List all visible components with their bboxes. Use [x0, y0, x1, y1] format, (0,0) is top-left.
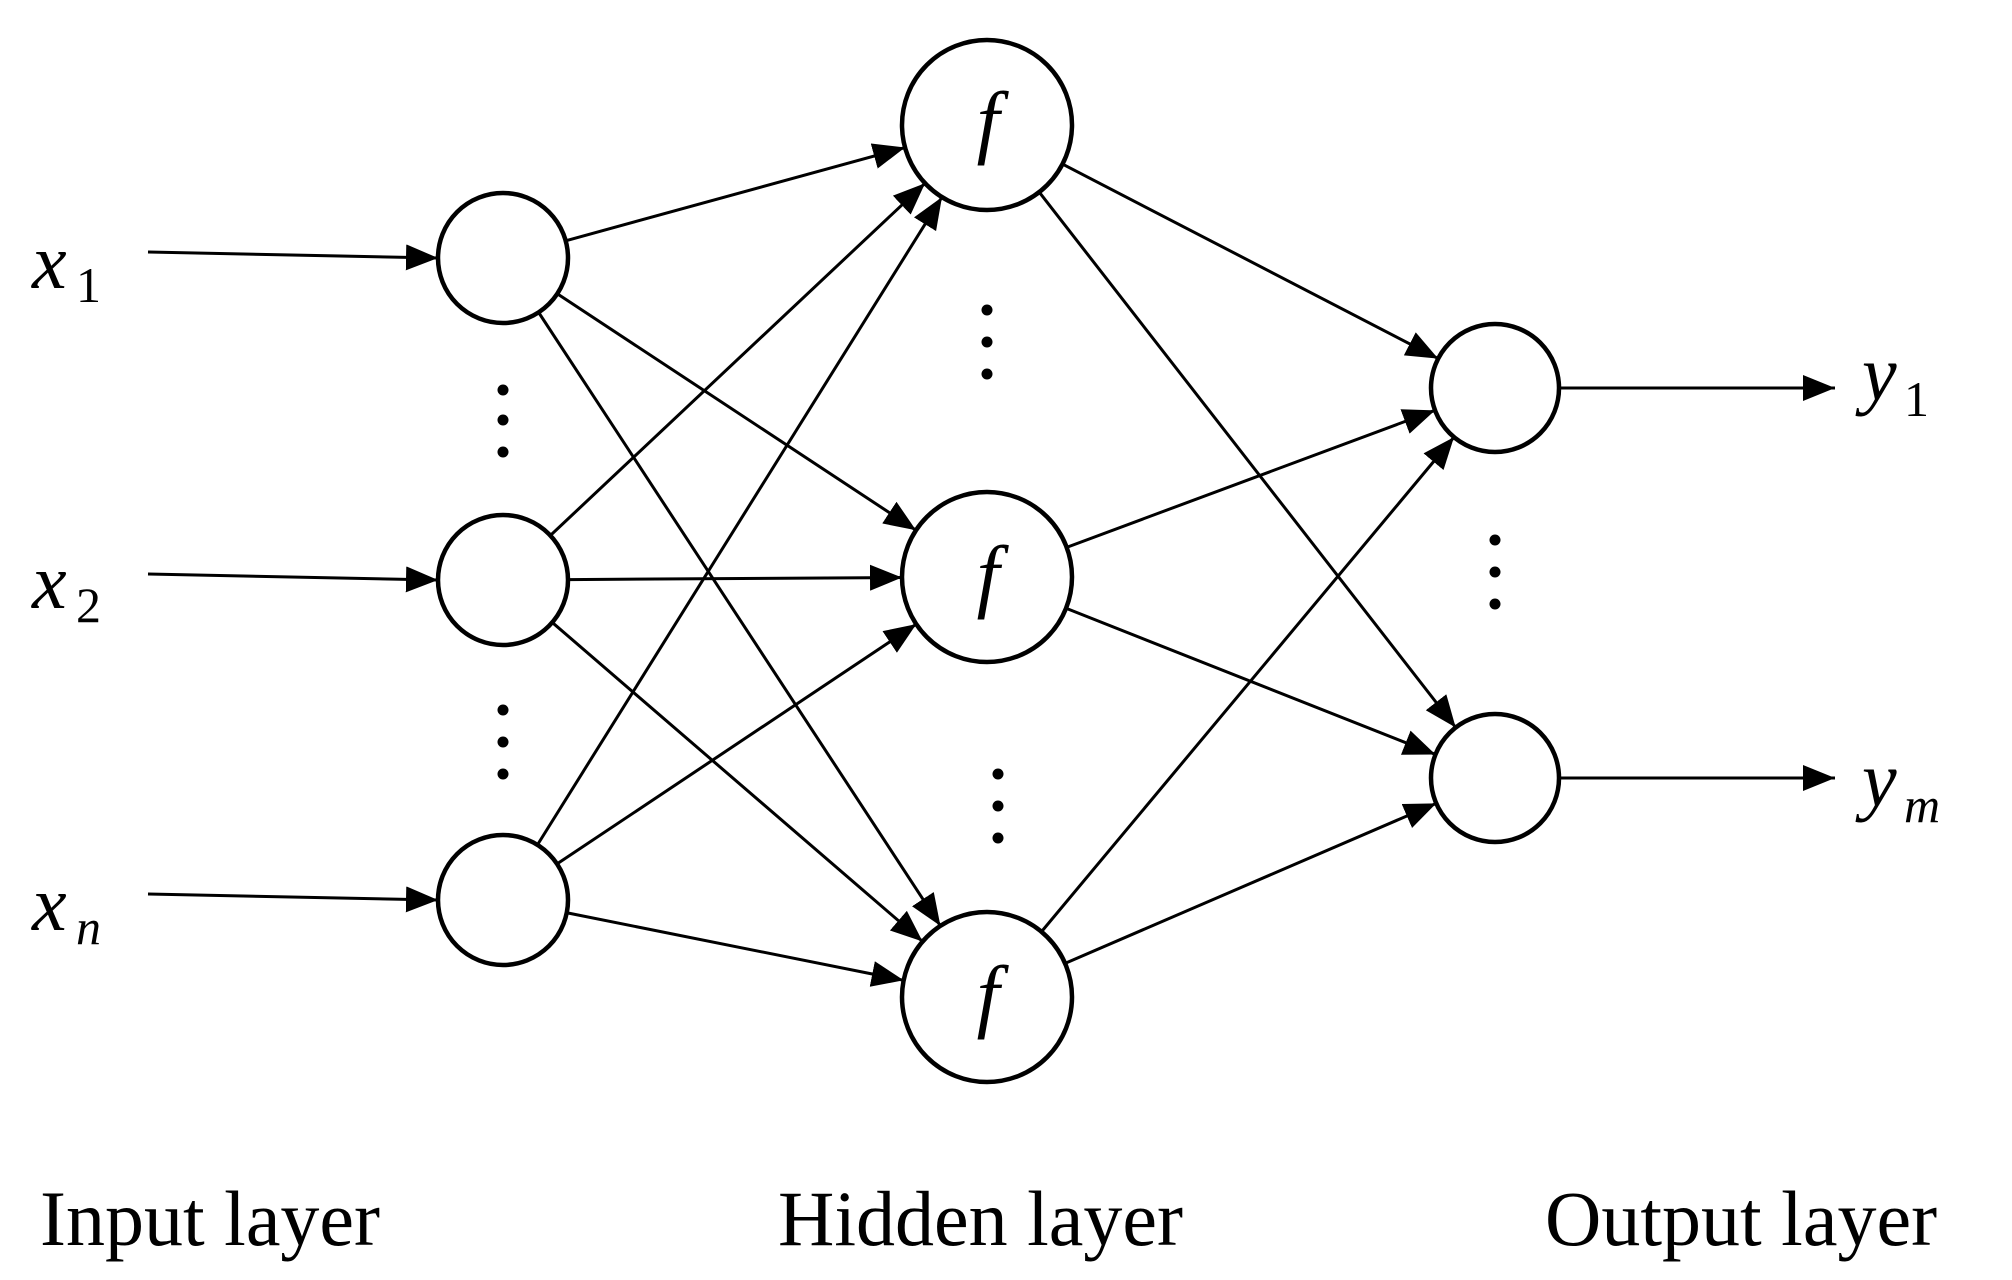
input-ellipsis-lower-dot-1 — [497, 704, 509, 716]
svg-text:1: 1 — [76, 257, 101, 313]
svg-text:y: y — [1855, 736, 1897, 823]
hidden-layer-title: Hidden layer — [778, 1175, 1183, 1262]
input-node-3 — [435, 832, 571, 968]
hidden-node-2 — [899, 489, 1075, 665]
hidden-ellipsis-upper-dot-2 — [981, 336, 993, 348]
edge-hidden-3-output-2 — [1064, 801, 1437, 965]
hidden-ellipsis-lower-dot-1 — [992, 768, 1004, 780]
edge-input-1-hidden-2 — [556, 292, 917, 532]
edge-input-1-hidden-3 — [537, 311, 942, 927]
edge-input-2-hidden-3 — [551, 621, 924, 943]
input-node-1 — [435, 190, 571, 326]
output-ellipsis-dot-2 — [1489, 566, 1501, 578]
input-ellipsis-lower-dot-2 — [497, 736, 509, 748]
edge-hidden-2-output-1 — [1066, 408, 1436, 549]
input-arrow-2 — [147, 566, 439, 593]
hidden-ellipsis-lower-dot-2 — [992, 800, 1004, 812]
input-layer-title: Input layer — [40, 1175, 380, 1262]
edge-input-3-hidden-2 — [556, 622, 918, 866]
output-node-2 — [1428, 711, 1562, 845]
hidden-ellipsis-lower-dot-3 — [992, 832, 1004, 844]
edge-hidden-1-output-2 — [1038, 191, 1457, 729]
edge-input-1-hidden-1 — [565, 143, 906, 243]
input-arrow-n — [147, 886, 439, 913]
output-label-1: y 1 — [1855, 330, 1929, 427]
input-arrow-1 — [147, 244, 439, 271]
edge-input-3-hidden-1 — [536, 196, 944, 846]
svg-text:m: m — [1904, 777, 1940, 833]
input-ellipsis-upper-dot-2 — [497, 414, 509, 426]
input-ellipsis-upper-dot-3 — [497, 446, 509, 458]
svg-text:x: x — [31, 218, 67, 305]
edge-input-2-hidden-1 — [549, 182, 927, 537]
output-ellipsis-dot-1 — [1489, 534, 1501, 546]
hidden-node-1 — [899, 37, 1075, 213]
edge-hidden-1-output-1 — [1061, 162, 1439, 360]
svg-text:x: x — [31, 860, 67, 947]
svg-text:1: 1 — [1904, 371, 1929, 427]
network-nodes — [435, 37, 1562, 1085]
input-ellipsis-upper-dot-1 — [497, 384, 509, 396]
output-layer-title: Output layer — [1545, 1175, 1937, 1262]
svg-text:y: y — [1855, 330, 1897, 417]
input-label-1: x 1 — [31, 218, 101, 313]
input-label-2: x 2 — [31, 538, 101, 633]
edge-input-2-hidden-2 — [567, 564, 903, 591]
hidden-node-3 — [899, 909, 1075, 1085]
input-label-n: x n — [31, 860, 101, 955]
edge-hidden-3-output-1 — [1040, 436, 1456, 933]
hidden-ellipsis-upper-dot-3 — [981, 368, 993, 380]
input-node-2 — [435, 512, 571, 648]
input-ellipsis-lower-dot-3 — [497, 768, 509, 780]
svg-text:n: n — [76, 899, 101, 955]
output-ellipsis-dot-3 — [1489, 598, 1501, 610]
hidden-ellipsis-upper-dot-1 — [981, 304, 993, 316]
svg-text:x: x — [31, 538, 67, 625]
connection-edges — [147, 143, 1835, 987]
svg-text:2: 2 — [76, 577, 101, 633]
output-label-m: y m — [1855, 736, 1940, 833]
output-node-1 — [1428, 321, 1562, 455]
edge-input-3-hidden-3 — [566, 911, 904, 987]
ellipsis-dots — [497, 304, 1501, 844]
